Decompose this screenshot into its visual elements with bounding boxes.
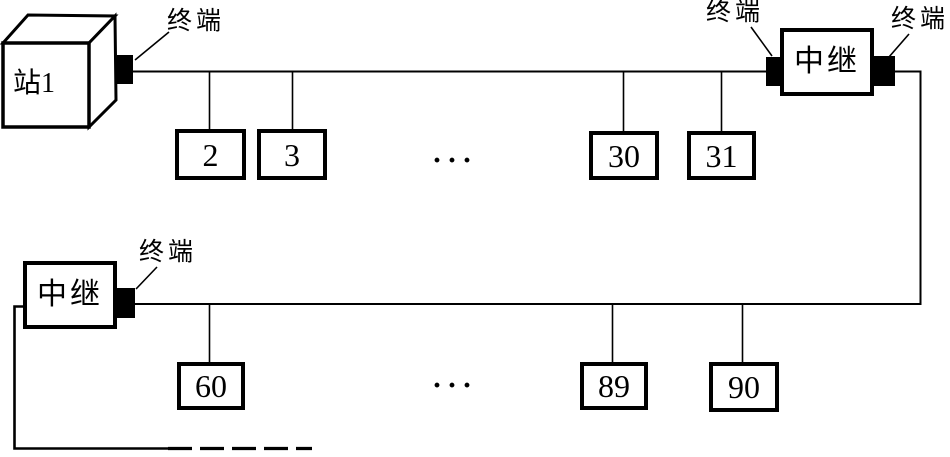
terminator-connector-lower-repeater [116,288,135,318]
terminator-connector-repeater-left [766,57,782,86]
terminator-pointer-4 [135,266,158,290]
repeater-box-top: 中继 [780,28,874,96]
station-box-89: 89 [580,362,648,410]
terminator-label-4: 终端 [139,239,198,266]
repeater-box-bottom: 中继 [23,261,117,329]
repeater-label-bottom: 中继 [37,278,103,311]
station-box-2-label: 2 [202,136,219,173]
bottom-drop-lines [208,305,744,362]
cube-front-face [1,41,91,129]
terminator-pointer-2 [750,26,773,57]
terminator-pointer-1 [134,31,170,61]
right-link-line [135,70,922,305]
station-box-2: 2 [175,129,246,180]
station-box-89-label: 89 [598,368,630,404]
station-box-3: 3 [257,129,327,180]
station-box-31-label: 31 [705,137,738,174]
station-box-30-label: 30 [608,137,640,174]
repeater-label-top: 中继 [794,45,860,78]
terminator-label-1: 终端 [167,8,226,35]
station-box-31: 31 [687,131,756,180]
terminator-label-3: 终端 [891,6,950,33]
terminator-label-2: 终端 [706,0,765,26]
terminator-pointer-3 [888,33,910,58]
station-box-90-label: 90 [728,369,760,405]
station-box-90: 90 [709,362,779,412]
station-box-60-label: 60 [195,368,227,404]
top-bus-ellipsis: ··· [432,144,478,177]
terminator-connector-station1 [117,55,133,84]
lower-left-link-line [13,305,168,450]
station-box-60: 60 [177,362,245,410]
station1-cube [0,12,119,131]
station-box-30: 30 [589,131,659,180]
station-box-3-label: 3 [284,136,300,173]
bottom-bus-ellipsis: ··· [432,369,478,402]
top-drop-lines [208,72,723,131]
station1-label: 站1 [13,68,56,99]
terminator-connector-repeater-right [874,56,895,86]
